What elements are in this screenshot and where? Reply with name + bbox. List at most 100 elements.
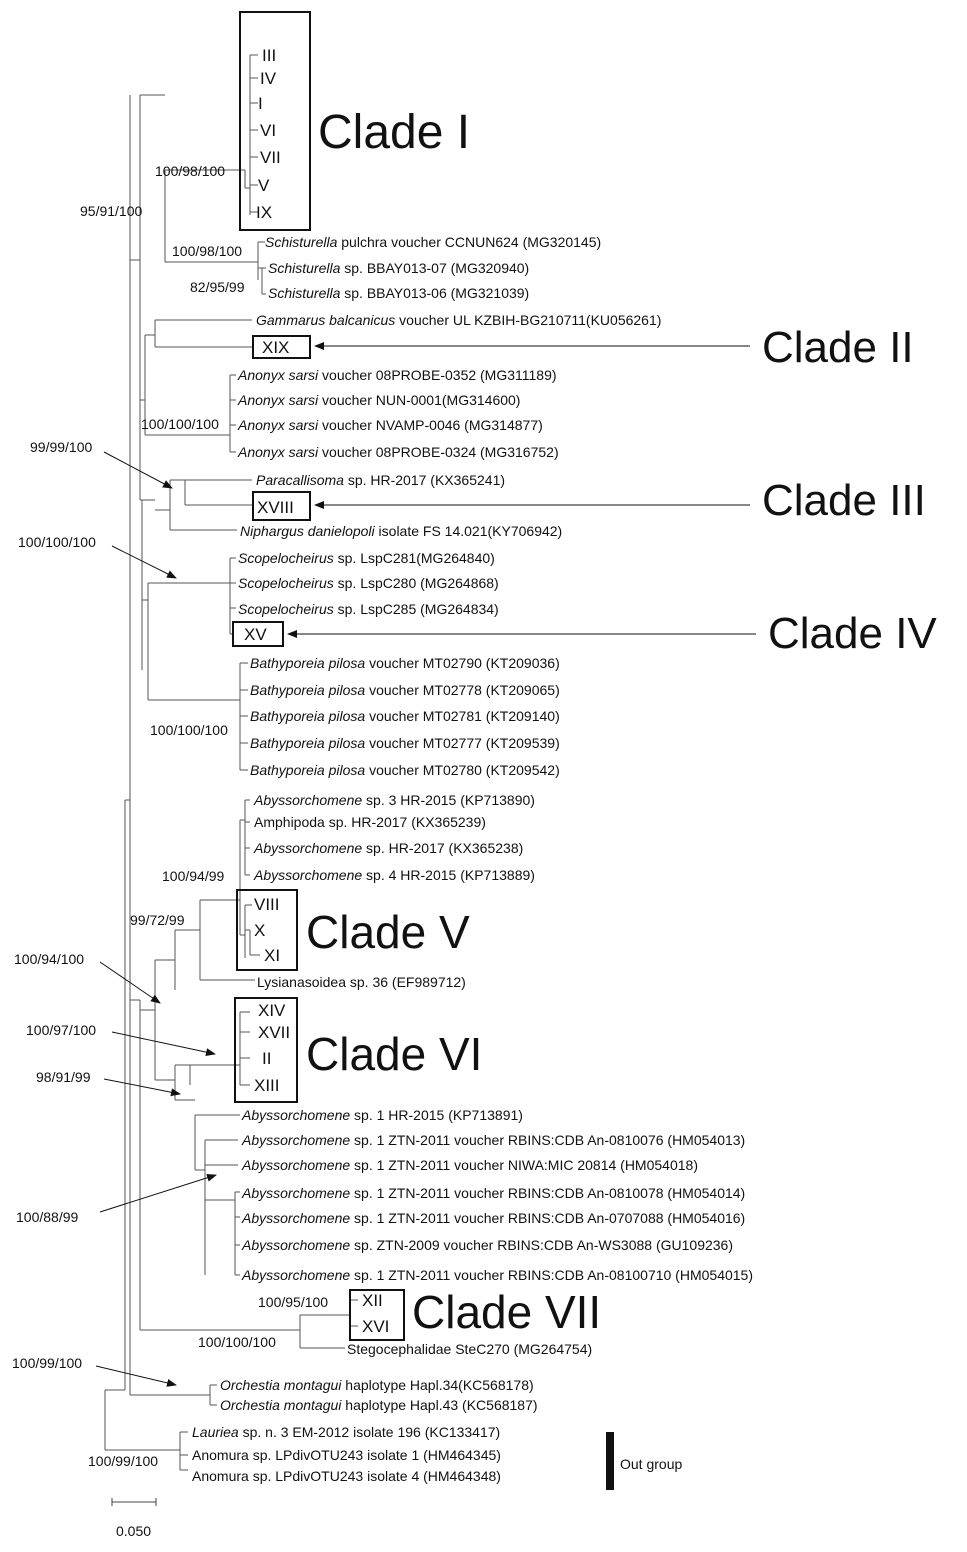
clade-III-box xyxy=(252,491,311,521)
taxon-label: Anonyx sarsi voucher 08PROBE-0352 (MG311… xyxy=(237,367,557,383)
haplotype-label: XI xyxy=(264,946,280,965)
support-value: 99/72/99 xyxy=(130,912,185,928)
taxon-label: Anonyx sarsi voucher 08PROBE-0324 (MG316… xyxy=(237,444,559,460)
taxon-label: Abyssorchomene sp. 1 ZTN-2011 voucher RB… xyxy=(241,1267,753,1283)
clade-VII-label: Clade VII xyxy=(412,1286,601,1338)
clade-V-box xyxy=(236,889,298,971)
taxon-label: Schisturella pulchra voucher CCNUN624 (M… xyxy=(265,234,601,250)
taxon-label: Stegocephalidae SteC270 (MG264754) xyxy=(347,1341,592,1357)
taxon-label: Bathyporeia pilosa voucher MT02780 (KT20… xyxy=(250,762,560,778)
taxon-label: Paracallisoma sp. HR-2017 (KX365241) xyxy=(256,472,505,488)
taxon-label: Bathyporeia pilosa voucher MT02781 (KT20… xyxy=(250,708,560,724)
haplotype-label: VI xyxy=(260,121,276,140)
taxon-label: Scopelocheirus sp. LspC281(MG264840) xyxy=(238,550,495,566)
haplotype-label: VII xyxy=(260,148,281,167)
taxon-label: Anonyx sarsi voucher NUN-0001(MG314600) xyxy=(237,392,520,408)
support-value: 100/94/99 xyxy=(162,868,224,884)
taxon-label: Scopelocheirus sp. LspC285 (MG264834) xyxy=(238,601,499,617)
support-value: 82/95/99 xyxy=(190,279,245,295)
taxon-label: Schisturella sp. BBAY013-06 (MG321039) xyxy=(268,285,529,301)
support-value: 100/100/100 xyxy=(198,1334,276,1350)
clade-VI-label: Clade VI xyxy=(306,1028,482,1080)
haplotype-label: VIII xyxy=(254,895,280,914)
support-value: 100/98/100 xyxy=(172,243,242,259)
taxon-label: Anomura sp. LPdivOTU243 isolate 4 (HM464… xyxy=(192,1468,501,1484)
clade-I-label: Clade I xyxy=(318,106,470,159)
clade-V-label: Clade V xyxy=(306,906,470,958)
clade-II-box xyxy=(252,335,311,359)
haplotype-label: XIV xyxy=(258,1001,286,1020)
haplotype-label: I xyxy=(258,94,263,113)
clade-IV-label: Clade IV xyxy=(768,609,937,658)
taxon-label: Scopelocheirus sp. LspC280 (MG264868) xyxy=(238,575,499,591)
support-arrow xyxy=(111,545,177,579)
clade-VII-box xyxy=(349,1289,405,1341)
support-value: 100/94/100 xyxy=(14,951,84,967)
support-arrow xyxy=(103,1078,181,1097)
taxon-label: Lysianasoidea sp. 36 (EF989712) xyxy=(257,974,466,990)
support-value: 100/99/100 xyxy=(12,1355,82,1371)
haplotype-label: IX xyxy=(256,203,272,222)
haplotype-label: XIII xyxy=(254,1076,280,1095)
support-value: 100/100/100 xyxy=(141,416,219,432)
outgroup-bar xyxy=(606,1432,614,1490)
support-arrow xyxy=(99,1173,217,1213)
taxon-label: Orchestia montagui haplotype Hapl.43 (KC… xyxy=(220,1397,538,1413)
support-value: 100/98/100 xyxy=(155,163,225,179)
taxon-label: Abyssorchomene sp. 1 HR-2015 (KP713891) xyxy=(241,1107,523,1123)
taxon-label: Gammarus balcanicus voucher UL KZBIH-BG2… xyxy=(256,312,661,328)
clade-IV-box xyxy=(232,621,284,647)
support-arrow xyxy=(103,451,173,489)
taxon-label: Anonyx sarsi voucher NVAMP-0046 (MG31487… xyxy=(237,417,543,433)
taxon-label: Bathyporeia pilosa voucher MT02778 (KT20… xyxy=(250,682,560,698)
support-value: 98/91/99 xyxy=(36,1069,91,1085)
scale-bar xyxy=(111,1498,157,1506)
support-arrow xyxy=(111,1031,216,1057)
taxon-label: Lauriea sp. n. 3 EM-2012 isolate 196 (KC… xyxy=(192,1424,500,1440)
haplotype-label: V xyxy=(258,176,270,195)
haplotype-label: II xyxy=(262,1049,271,1068)
taxon-label: Abyssorchomene sp. HR-2017 (KX365238) xyxy=(253,840,523,856)
taxon-label: Bathyporeia pilosa voucher MT02790 (KT20… xyxy=(250,655,560,671)
tree-branches xyxy=(104,54,358,1471)
support-value: 95/91/100 xyxy=(80,203,142,219)
clade-III-label: Clade III xyxy=(762,476,926,525)
scale-label: 0.050 xyxy=(116,1523,151,1539)
taxa-labels: Schisturella pulchra voucher CCNUN624 (M… xyxy=(192,234,753,1484)
taxon-label: Orchestia montagui haplotype Hapl.34(KC5… xyxy=(220,1377,534,1393)
haplotype-label: XVIII xyxy=(257,498,294,517)
clade-II-label: Clade II xyxy=(762,323,914,372)
haplotype-label: III xyxy=(262,46,276,65)
outgroup-label: Out group xyxy=(620,1456,682,1472)
taxon-label: Amphipoda sp. HR-2017 (KX365239) xyxy=(254,814,486,830)
haplotype-label: XVII xyxy=(258,1023,290,1042)
support-value: 100/100/100 xyxy=(18,534,96,550)
taxon-label: Abyssorchomene sp. 1 ZTN-2011 voucher NI… xyxy=(241,1157,698,1173)
haplotype-label: XIX xyxy=(262,338,289,357)
taxon-label: Anomura sp. LPdivOTU243 isolate 1 (HM464… xyxy=(192,1447,501,1463)
clade-VI-box xyxy=(234,997,298,1103)
haplotype-label: X xyxy=(254,921,265,940)
support-value: 100/88/99 xyxy=(16,1209,78,1225)
clade-I-box xyxy=(239,11,311,231)
haplotype-label: XV xyxy=(244,625,267,644)
haplotype-label: XII xyxy=(362,1291,383,1310)
support-value: 100/100/100 xyxy=(150,722,228,738)
taxon-label: Abyssorchomene sp. ZTN-2009 voucher RBIN… xyxy=(241,1237,733,1253)
support-arrow xyxy=(95,1365,177,1387)
taxon-label: Abyssorchomene sp. 1 ZTN-2011 voucher RB… xyxy=(241,1185,745,1201)
taxon-label: Abyssorchomene sp. 4 HR-2015 (KP713889) xyxy=(253,867,535,883)
support-value: 100/99/100 xyxy=(88,1453,158,1469)
support-arrow xyxy=(99,961,161,1004)
support-value: 100/95/100 xyxy=(258,1294,328,1310)
support-value: 99/99/100 xyxy=(30,439,92,455)
haplotype-label: IV xyxy=(260,69,277,88)
support-value: 100/97/100 xyxy=(26,1022,96,1038)
haplotype-label: XVI xyxy=(362,1317,389,1336)
taxon-label: Abyssorchomene sp. 1 ZTN-2011 voucher RB… xyxy=(241,1132,745,1148)
taxon-label: Abyssorchomene sp. 1 ZTN-2011 voucher RB… xyxy=(241,1210,745,1226)
haplotype-labels: III IV I VI VII V IX XIX XVIII XV VIII X XI XIV XVII II… xyxy=(244,46,389,1336)
taxon-label: Niphargus danielopoli isolate FS 14.021(… xyxy=(240,523,562,539)
